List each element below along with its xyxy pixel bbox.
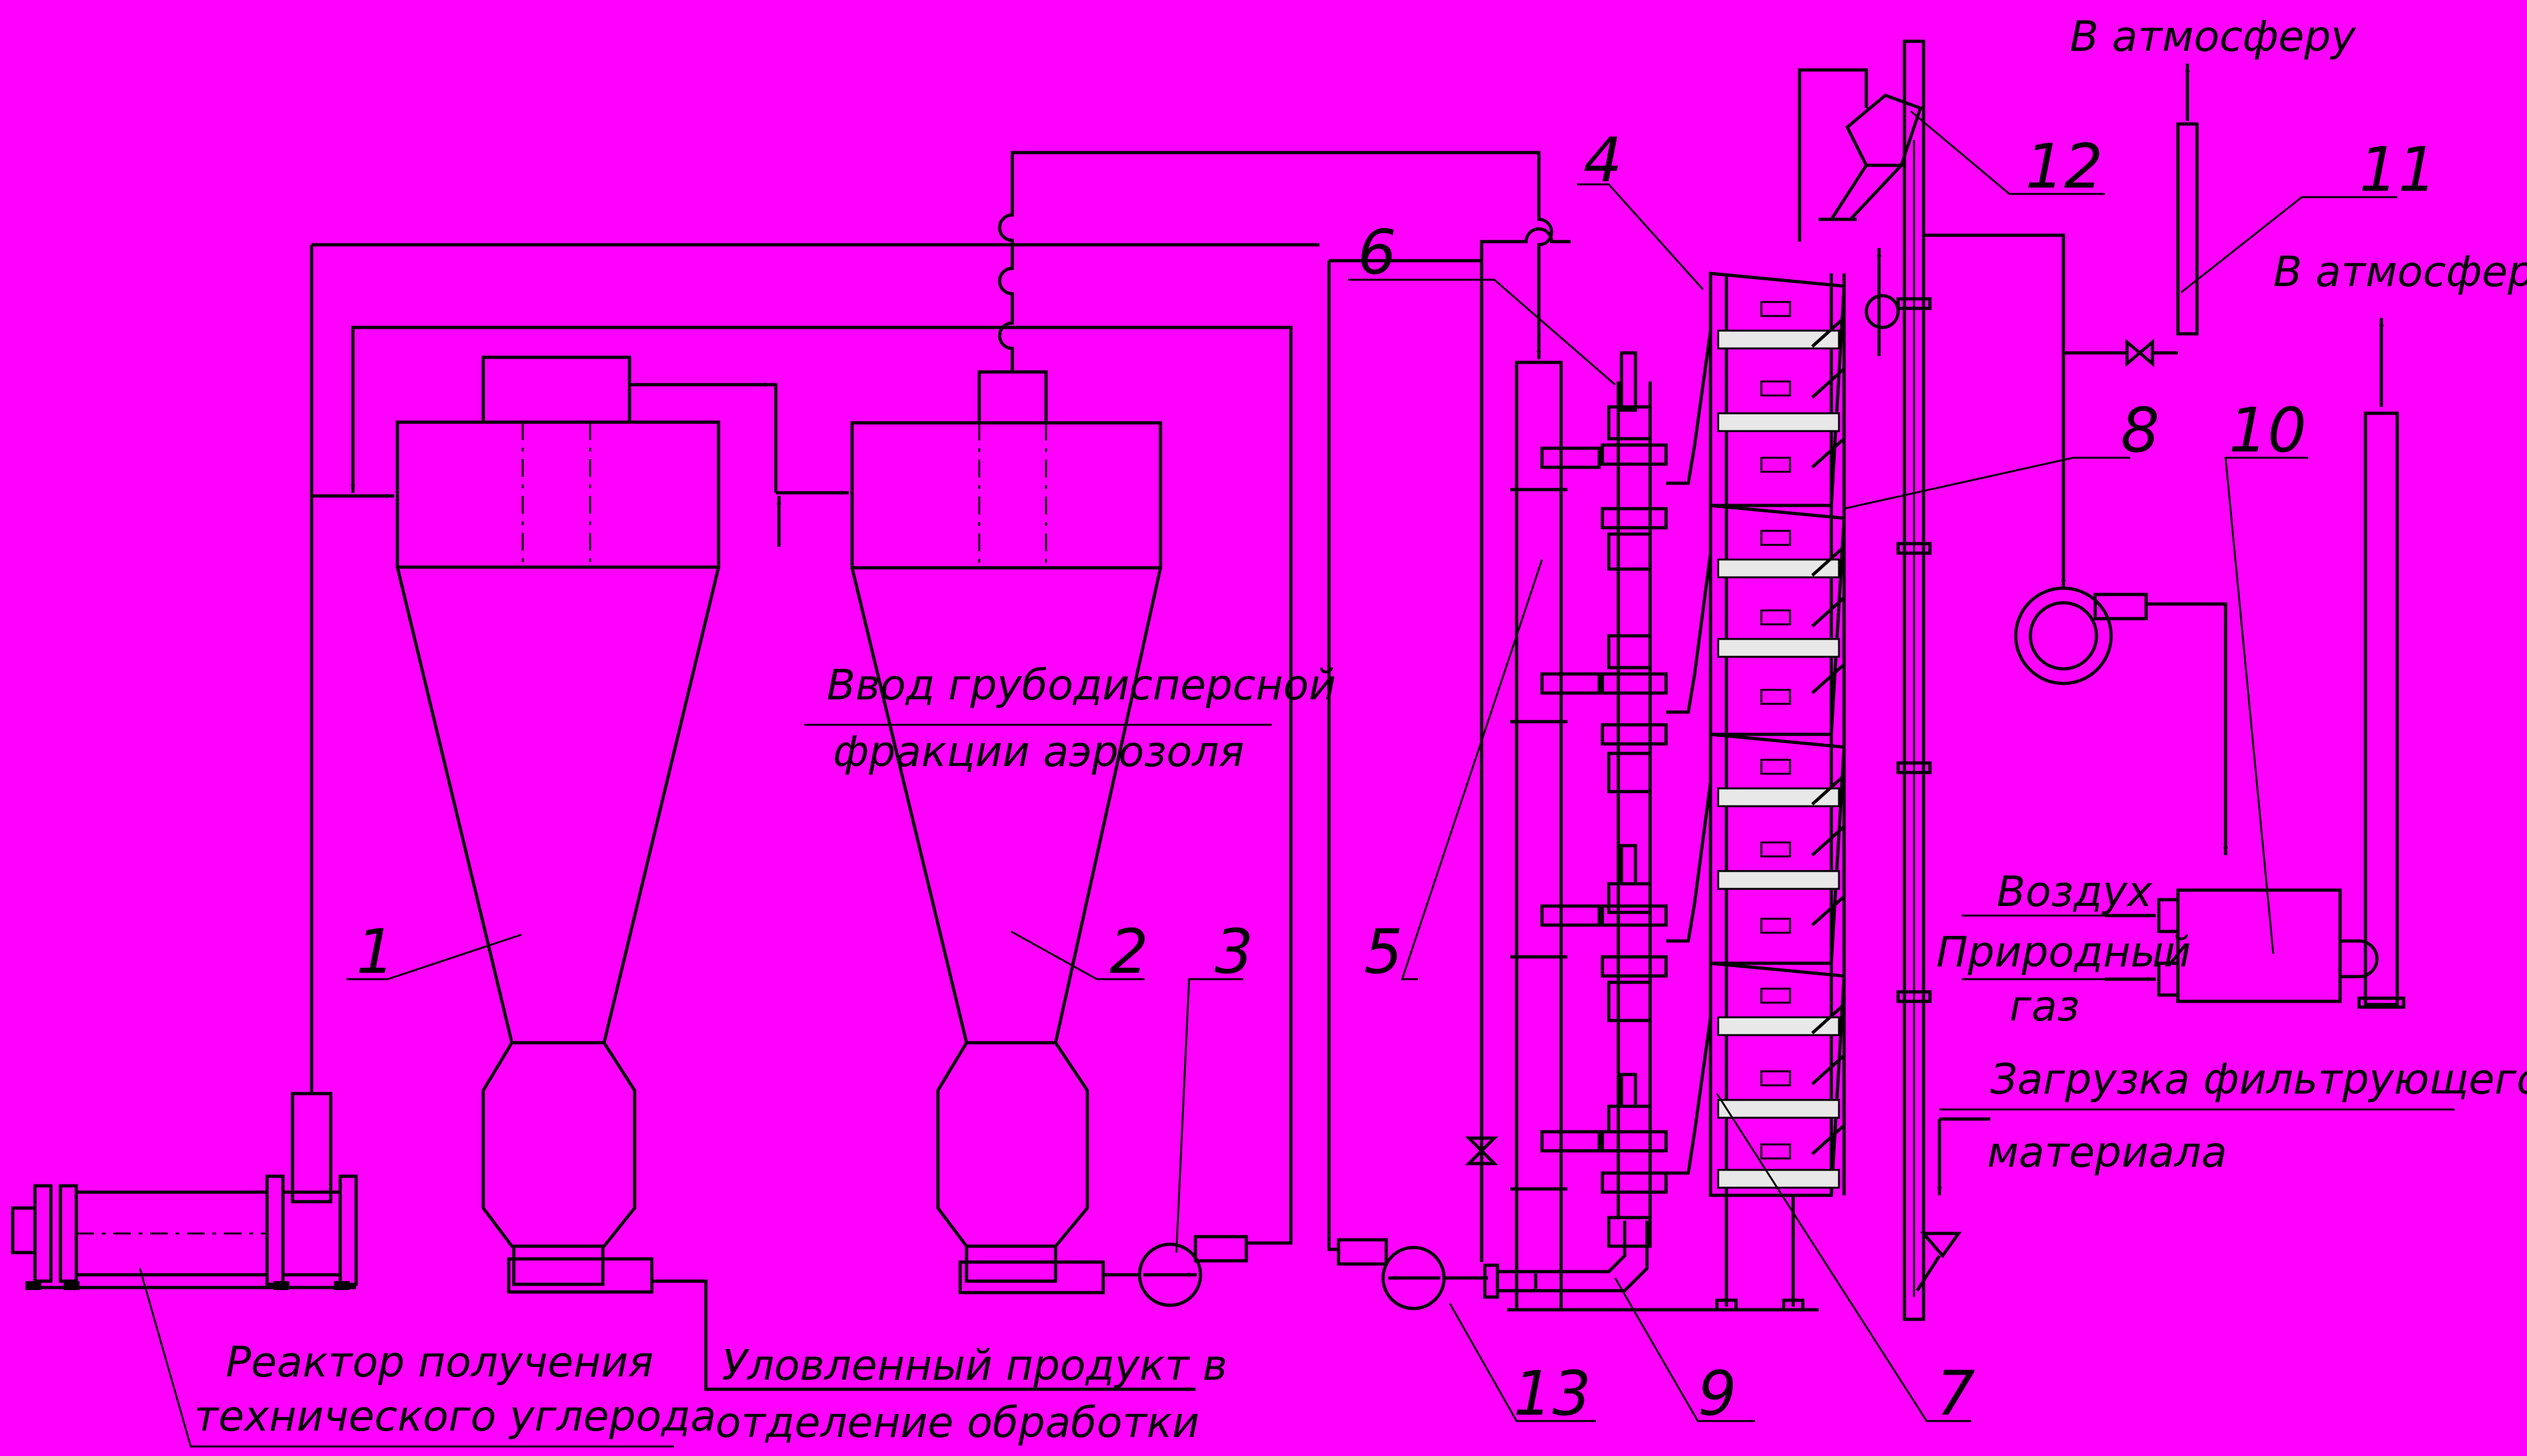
pump-3: [1138, 1235, 1248, 1307]
cyclone-2: [850, 370, 1162, 1295]
callout-1: 1: [356, 916, 395, 987]
coarse-input-label-1: Ввод грубодисперсной: [827, 661, 1336, 710]
callout-9: 9: [1698, 1358, 1737, 1429]
leader-lines: [139, 110, 2455, 1448]
atmosphere-right-label: В атмосферу: [2273, 247, 2527, 296]
filter-column-4: [1507, 271, 1846, 1312]
atmosphere-top-label: В атмосферу: [2070, 12, 2357, 61]
pipework: [310, 151, 1571, 1392]
product-label-1: Уловленный продукт в: [722, 1341, 1227, 1390]
callout-11: 11: [2359, 134, 2437, 205]
column-5: [1483, 361, 1649, 1312]
callout-4: 4: [1583, 125, 1622, 196]
elevator-conveyor: [1798, 39, 1990, 1321]
cyclone-1: [396, 355, 720, 1294]
gas-line-to-stack-11: [1924, 63, 2199, 589]
fan-8: [2014, 586, 2228, 856]
callout-6: 6: [1358, 217, 1396, 288]
natural-gas-label-1: Природный: [1936, 928, 2191, 977]
pump-13: [1337, 1238, 1446, 1310]
labels: В атмосферу В атмосферу Ввод грубодиспер…: [194, 12, 2527, 1447]
callout-10: 10: [2229, 395, 2306, 466]
furnace-10: [2105, 317, 2406, 1009]
callout-7: 7: [1936, 1358, 1975, 1429]
nozzle-stack: [1601, 330, 1712, 1248]
reactor-label-1: Реактор получения: [226, 1338, 654, 1387]
coarse-input-label-2: фракции аэрозоля: [833, 727, 1244, 776]
callouts: 1 2 3 4 5 6 7 8 9 10 11 12 13: [356, 125, 2437, 1429]
air-label: Воздух: [1997, 867, 2152, 916]
callout-5: 5: [1364, 916, 1403, 987]
product-label-2: отделение обработки: [715, 1398, 1199, 1447]
callout-8: 8: [2121, 395, 2159, 466]
reactor-label-2: технического углерода: [194, 1392, 716, 1441]
natural-gas-label-2: газ: [2009, 982, 2079, 1031]
callout-3: 3: [1215, 916, 1253, 987]
filter-loading-label-2: материала: [1987, 1128, 2227, 1177]
callout-2: 2: [1110, 916, 1148, 987]
carbon-black-reactor: [11, 1092, 358, 1290]
callout-12: 12: [2025, 131, 2103, 202]
filter-loading-label-1: Загрузка фильтрующего: [1990, 1055, 2527, 1104]
callout-13: 13: [1513, 1358, 1591, 1429]
